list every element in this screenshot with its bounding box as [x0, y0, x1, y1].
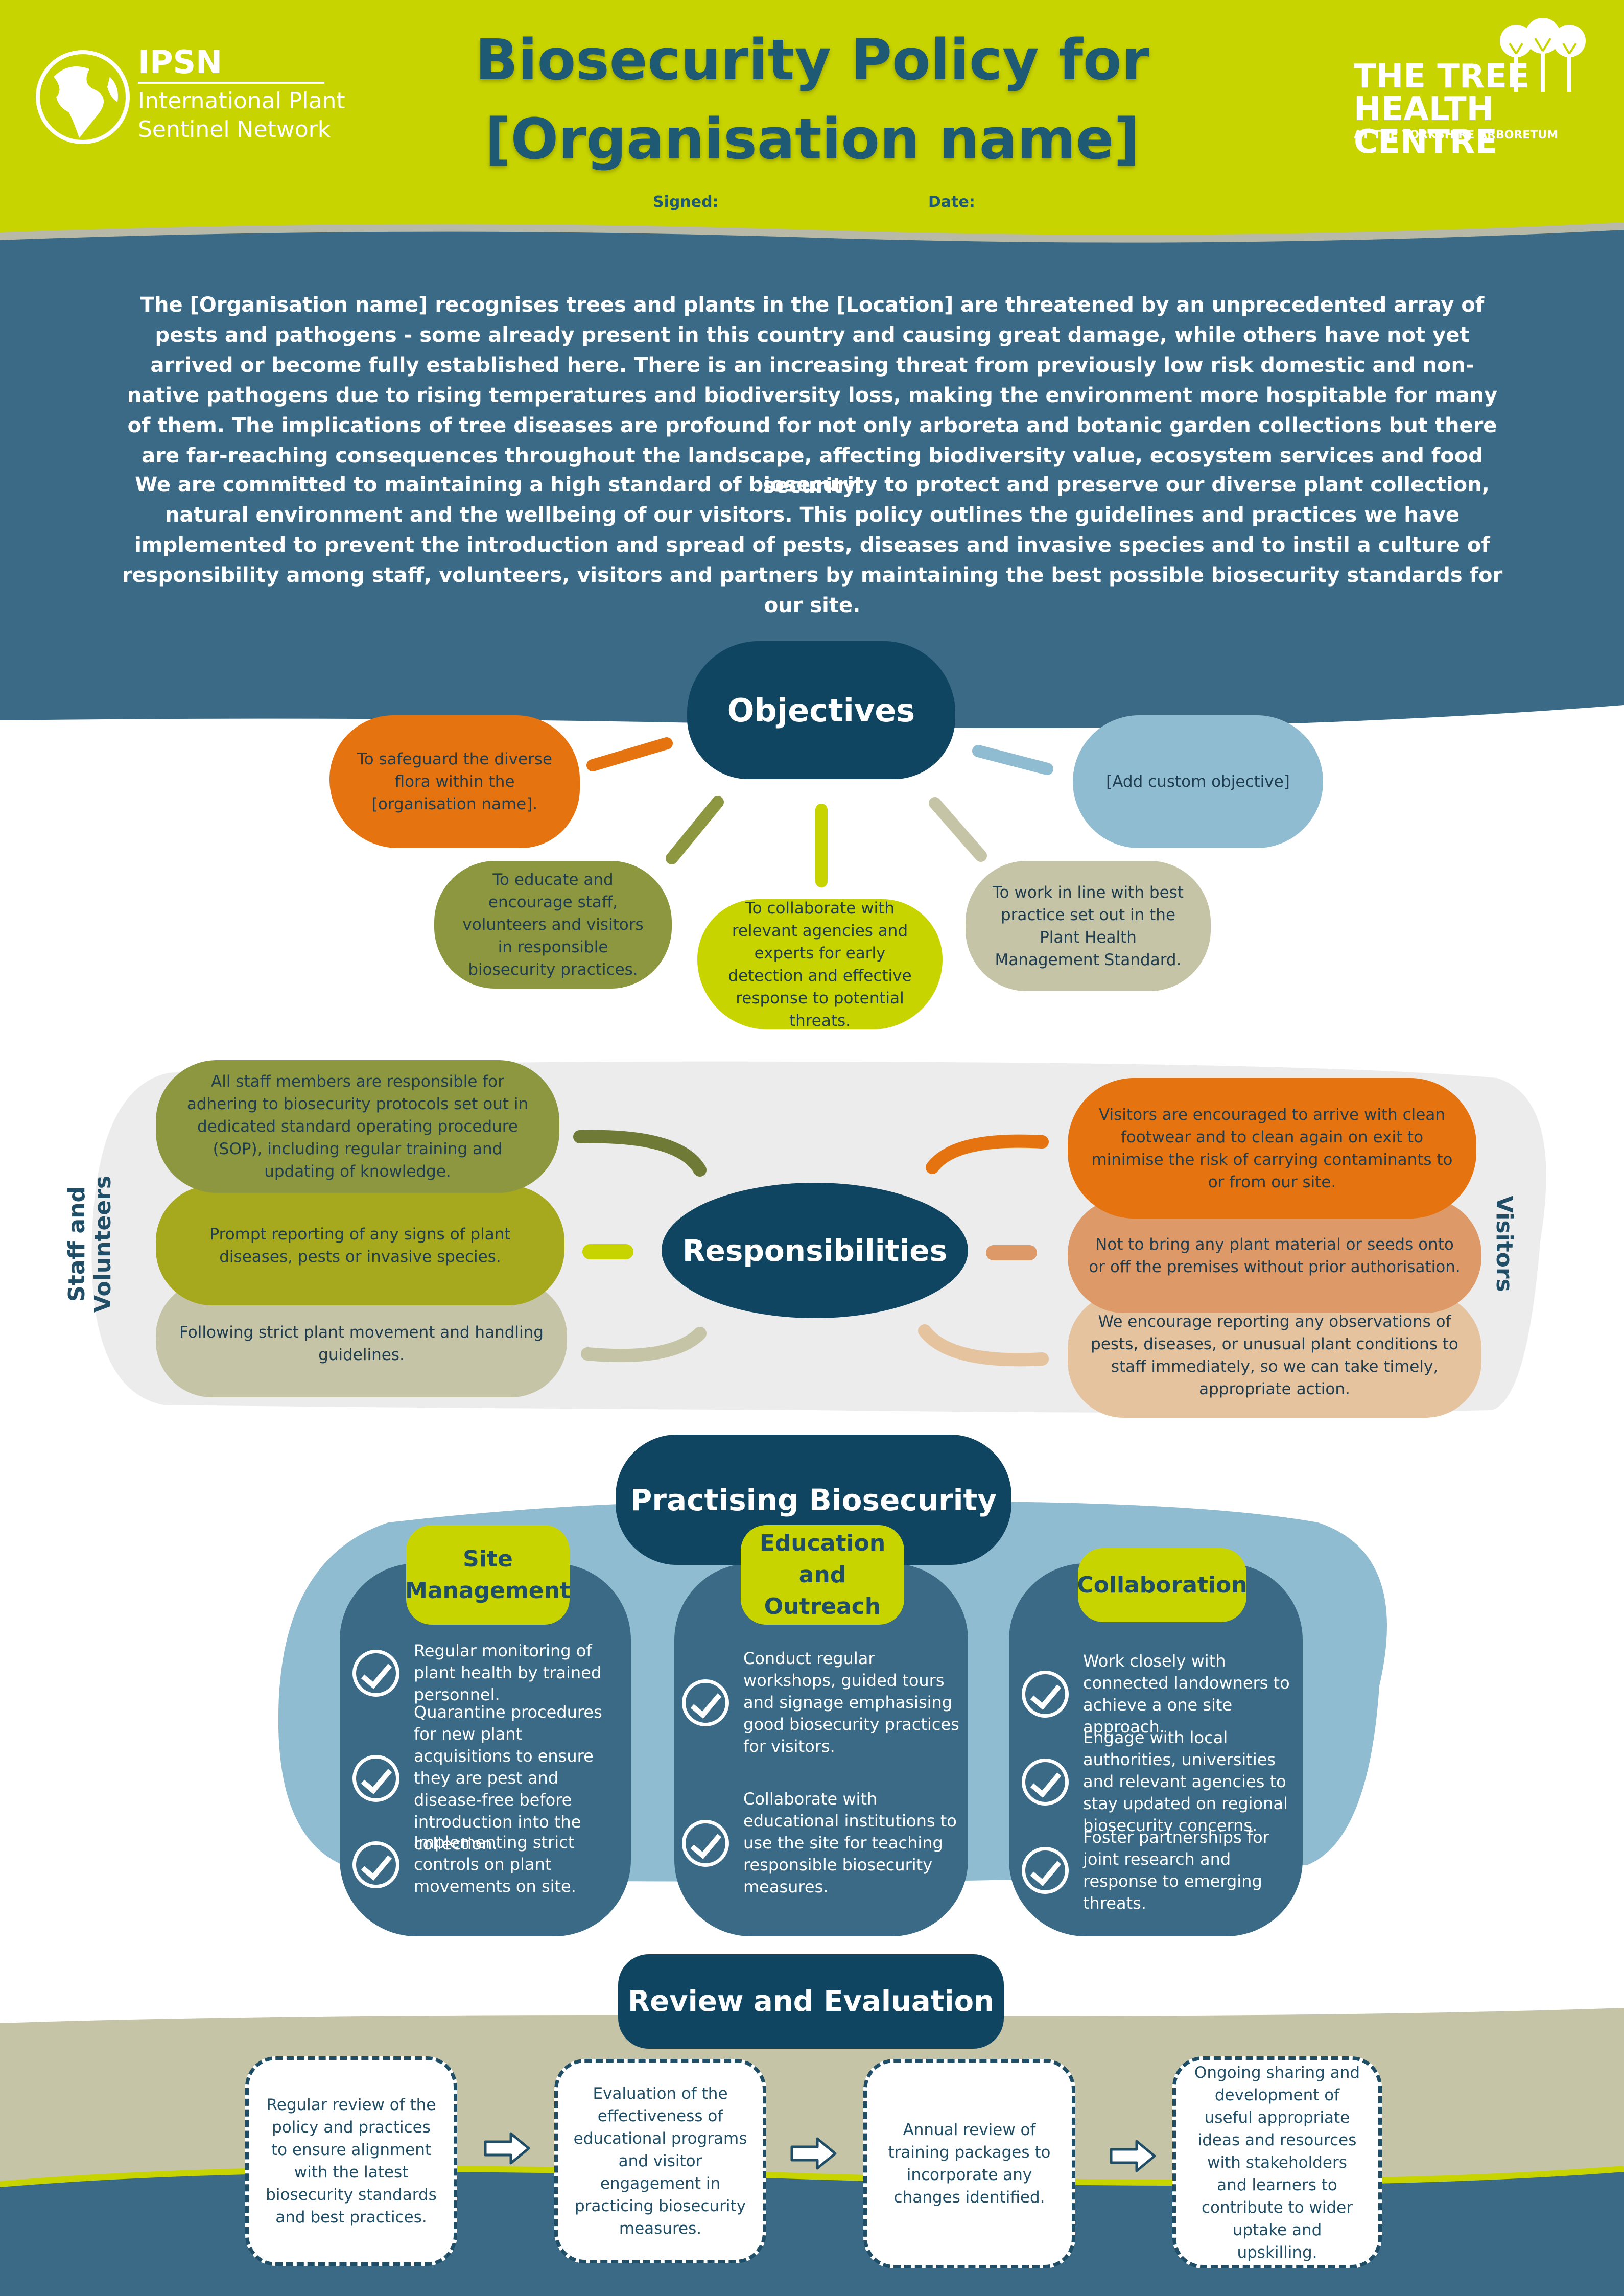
- date-label: Date:: [928, 193, 975, 211]
- review-step-1: Regular review of the policy and practic…: [245, 2056, 457, 2266]
- signed-label: Signed:: [653, 193, 719, 211]
- education-outreach-title: Education and Outreach: [741, 1525, 904, 1625]
- objectives-title: Objectives: [687, 641, 955, 779]
- intro-paragraph-1: The [Organisation name] recognises trees…: [127, 293, 1498, 498]
- arrow-right-icon: [1110, 2140, 1156, 2172]
- checkmark-icon: [1022, 1758, 1069, 1806]
- collaboration-item-2: Engage with local authorities, universit…: [1022, 1727, 1300, 1837]
- ipsn-logo-name: IPSN: [138, 43, 223, 81]
- objective-custom: [Add custom objective]: [1073, 715, 1323, 848]
- visitors-label: Visitors: [1491, 1196, 1517, 1292]
- objective-safeguard: To safeguard the diverse flora within th…: [329, 715, 580, 848]
- practising-title: Practising Biosecurity: [616, 1435, 1011, 1565]
- staff-responsibility-1: All staff members are responsible for ad…: [156, 1060, 559, 1193]
- staff-volunteers-label: Staff and Volunteers: [64, 1175, 116, 1313]
- ipsn-logo-divider: [138, 82, 324, 84]
- objective-educate: To educate and encourage staff, voluntee…: [434, 861, 672, 989]
- review-step-4: Ongoing sharing and development of usefu…: [1172, 2056, 1382, 2268]
- objective-best-practice: To work in line with best practice set o…: [966, 861, 1211, 991]
- responsibilities-title: Responsibilities: [662, 1183, 968, 1318]
- visitor-responsibility-1: Visitors are encouraged to arrive with c…: [1068, 1078, 1476, 1219]
- checkmark-icon: [1022, 1671, 1069, 1718]
- site-item-3: Implementing strict controls on plant mo…: [352, 1832, 623, 1897]
- review-step-2: Evaluation of the effectiveness of educa…: [554, 2059, 766, 2263]
- page-title: Biosecurity Policy for [Organisation nam…: [450, 20, 1175, 179]
- site-item-2: Quarantine procedures for new plant acqu…: [352, 1701, 623, 1855]
- staff-responsibility-2: Prompt reporting of any signs of plant d…: [156, 1185, 564, 1305]
- collaboration-title: Collaboration: [1077, 1548, 1248, 1622]
- collaboration-item-1: Work closely with connected landowners t…: [1022, 1650, 1300, 1738]
- visitor-responsibility-3: We encourage reporting any observations …: [1068, 1293, 1481, 1418]
- thc-logo-subtitle: AT THE YORKSHIRE ARBORETUM: [1354, 129, 1559, 142]
- trees-icon: [1500, 18, 1586, 92]
- education-outreach-column: [674, 1563, 968, 1936]
- objective-collaborate: To collaborate with relevant agencies an…: [697, 899, 943, 1030]
- title-line-1: Biosecurity Policy for: [475, 27, 1149, 92]
- checkmark-icon: [352, 1754, 399, 1802]
- checkmark-icon: [352, 1649, 399, 1697]
- arrow-right-icon: [484, 2132, 530, 2165]
- collaboration-item-3: Foster partnerships for joint research a…: [1022, 1826, 1300, 1914]
- review-step-3: Annual review of training packages to in…: [863, 2059, 1075, 2268]
- education-item-2: Collaborate with educational institution…: [682, 1788, 966, 1898]
- education-item-1: Conduct regular workshops, guided tours …: [682, 1648, 966, 1758]
- arrow-right-icon: [790, 2137, 837, 2170]
- checkmark-icon: [352, 1841, 399, 1888]
- review-title: Review and Evaluation: [618, 1954, 1004, 2049]
- site-management-title: Site Management: [405, 1525, 571, 1625]
- globe-icon: [36, 50, 130, 144]
- checkmark-icon: [1022, 1847, 1069, 1894]
- title-line-2: [Organisation name]: [485, 106, 1140, 172]
- ipsn-logo-subtitle: International Plant Sentinel Network: [138, 88, 345, 143]
- site-item-1: Regular monitoring of plant health by tr…: [352, 1640, 623, 1706]
- checkmark-icon: [682, 1819, 729, 1867]
- intro-paragraph-2: We are committed to maintaining a high s…: [122, 473, 1503, 617]
- checkmark-icon: [682, 1679, 729, 1726]
- thc-logo-name: THE TREE HEALTH CENTRE: [1354, 58, 1529, 161]
